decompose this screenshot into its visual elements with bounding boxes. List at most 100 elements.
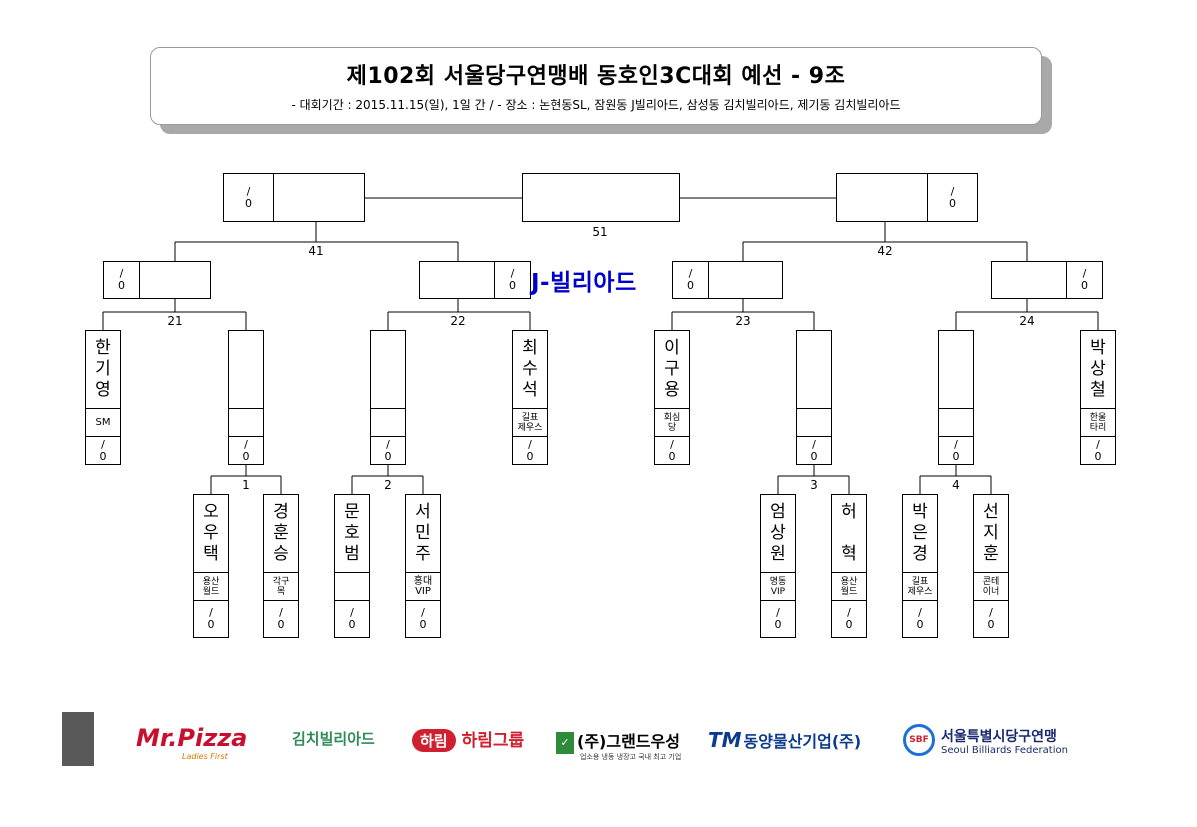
player-name-cell [992,262,1066,298]
score-cell: /0 [494,262,530,298]
final-51-winner-slot [522,173,680,222]
player-club [371,409,405,437]
match-22-winner-slot: /0 [419,261,531,299]
match-label-2: 2 [384,478,392,492]
player-name-cell [709,262,782,298]
score-cell: /0 [348,606,356,631]
player-club: 회심 당 [655,409,689,437]
match-label-22: 22 [450,314,466,328]
score-cell: /0 [774,606,782,631]
score-cell: /0 [419,606,427,631]
player-club: 한울 타리 [1081,409,1115,437]
match-3-winner-card: /0 [796,330,832,465]
score-cell: /0 [1066,262,1102,298]
player-club: 용산 월드 [832,573,866,601]
match-24-winner-slot: /0 [991,261,1103,299]
player-club: 길표 제우스 [513,409,547,437]
match-4-winner-card: /0 [938,330,974,465]
player-club: SM [86,409,120,437]
match-21-winner-slot: /0 [103,261,211,299]
score-cell: /0 [526,437,534,463]
player-name-cell [420,262,494,298]
match-label-23: 23 [735,314,751,328]
player-club: 각구 목 [264,573,298,601]
player-name-cell [837,174,927,221]
match-1-winner-card: /0 [228,330,264,465]
player-club: 명동 VIP [761,573,795,601]
match-label-41: 41 [308,244,324,258]
player-club: 용산 월드 [194,573,228,601]
score-cell: /0 [927,174,977,221]
match-23-winner-slot: /0 [672,261,783,299]
score-cell: /0 [987,606,995,631]
score-cell: /0 [673,262,709,298]
player-name-cell [140,262,210,298]
score-cell: /0 [845,606,853,631]
score-cell: /0 [916,606,924,631]
match-label-24: 24 [1019,314,1035,328]
score-cell: /0 [224,174,274,221]
score-cell: /0 [952,437,960,463]
page-title: 제102회 서울당구연맹배 동호인3C대회 예선 - 9조 [346,64,846,89]
match-label-1: 1 [242,478,250,492]
score-cell: /0 [104,262,140,298]
venue-label: J-빌리아드 [531,270,637,296]
player-club [229,409,263,437]
score-cell: /0 [668,437,676,463]
player-club [797,409,831,437]
score-cell: /0 [277,606,285,631]
player-name [939,331,973,409]
semifinal-41-winner-slot: /0 [223,173,365,222]
match-label-21: 21 [167,314,183,328]
score-cell: /0 [810,437,818,463]
kimchi-billiards-logo: 김치빌리아드 [292,730,375,748]
page-subtitle: - 대회기간 : 2015.11.15(일), 1일 간 / - 장소 : 논현… [291,98,901,112]
match-label-4: 4 [952,478,960,492]
player-name [229,331,263,409]
match-label-3: 3 [810,478,818,492]
player-club: 홍대 VIP [406,573,440,601]
match-2-winner-card: /0 [370,330,406,465]
grand-wooseong-logo: ✓(주)그랜드우성 업소용 냉동 냉장고 국내 최고 기업 [556,728,681,761]
player-club [939,409,973,437]
match-label-51: 51 [592,225,608,239]
score-cell: /0 [242,437,250,463]
match-label-42: 42 [877,244,893,258]
player-name-cell [274,174,364,221]
player-club: 콘테 이너 [974,573,1008,601]
score-cell: /0 [1094,437,1102,463]
player-club: 길표 제우스 [903,573,937,601]
footer-gray-block [62,712,94,766]
player-club [335,573,369,601]
semifinal-42-winner-slot: /0 [836,173,978,222]
player-name [797,331,831,409]
mrpizza-logo: Mr.Pizza Ladies First [136,724,248,761]
